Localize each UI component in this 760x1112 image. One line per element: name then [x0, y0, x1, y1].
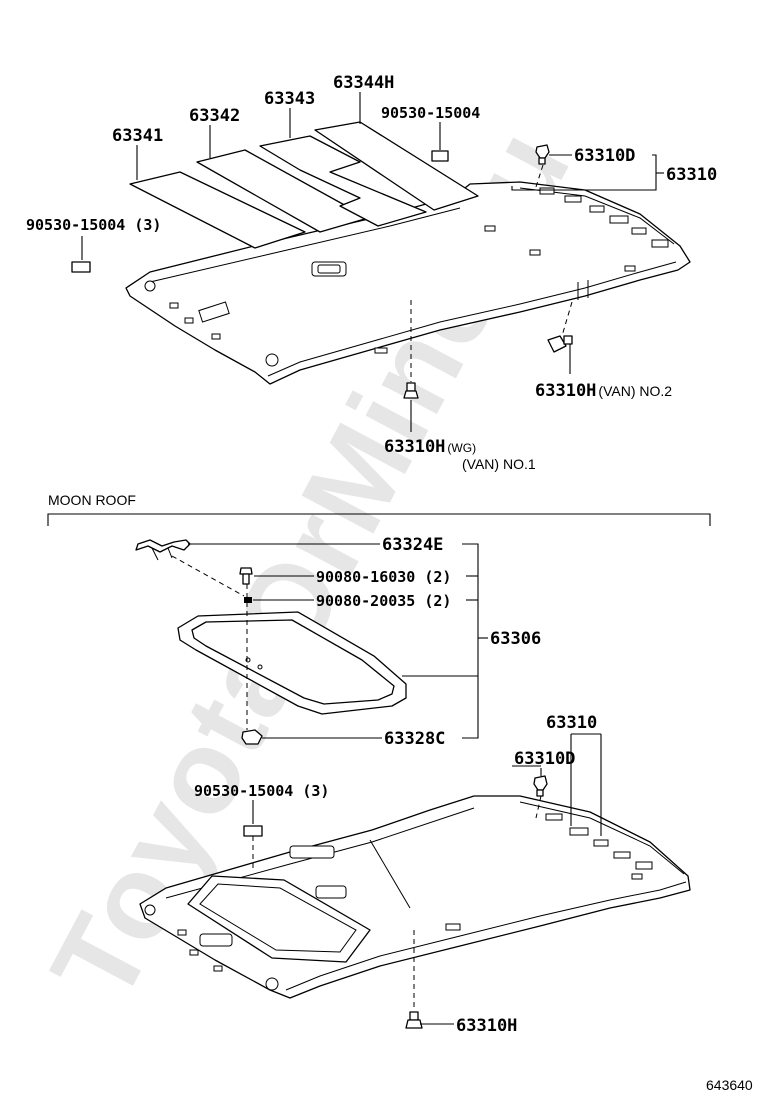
lower-headliner-assembly	[139, 733, 691, 1029]
moonroof-components	[135, 539, 488, 745]
label-63310D-lower: 63310D	[514, 749, 575, 769]
pad-63343	[259, 135, 427, 227]
clip-63310H-wg	[403, 382, 419, 399]
label-90080-20035: 90080-20035 (2)	[316, 592, 451, 610]
pad-90530-lower	[243, 825, 263, 837]
label-63342: 63342	[189, 106, 240, 126]
label-63310D-upper: 63310D	[574, 146, 635, 166]
label-63324E: 63324E	[382, 535, 443, 555]
label-90080-16030: 90080-16030 (2)	[316, 568, 451, 586]
label-63306: 63306	[490, 629, 541, 649]
section-title-moon-roof: MOON ROOF	[48, 492, 136, 508]
clip-63310D-upper	[535, 144, 550, 165]
label-63310H-wg: 63310H(WG)	[384, 437, 476, 457]
label-90530-15004-lower: 90530-15004 (3)	[194, 782, 329, 800]
figure-id: 643640	[706, 1077, 753, 1093]
label-van-no1: (VAN) NO.1	[462, 456, 536, 472]
label-63341: 63341	[112, 126, 163, 146]
label-63343: 63343	[264, 89, 315, 109]
clip-63310H-lower	[405, 1011, 423, 1029]
section-bracket	[47, 513, 711, 526]
label-90530-15004-left: 90530-15004 (3)	[26, 216, 161, 234]
label-63328C: 63328C	[384, 729, 445, 749]
label-63310-upper: 63310	[666, 165, 717, 185]
clip-63310D-lower	[533, 775, 548, 797]
label-63310H-lower: 63310H	[456, 1016, 517, 1036]
label-90530-15004-top: 90530-15004	[381, 104, 480, 122]
pad-90530-left	[71, 261, 91, 273]
harness-63324E	[135, 539, 191, 553]
clip-63310H-van2	[547, 335, 573, 353]
pad-63344H	[314, 121, 479, 211]
sunroof-opening	[187, 875, 371, 963]
nut-90080-20035	[244, 597, 252, 603]
pad-90530-top	[431, 150, 449, 162]
label-63310H-van2: 63310H(VAN) NO.2	[535, 381, 672, 401]
clip-63328C	[241, 729, 263, 745]
pad-63341	[129, 171, 306, 249]
screw-90080-16030	[239, 567, 253, 585]
label-63310-lower: 63310	[546, 713, 597, 733]
upper-headliner-assembly	[71, 92, 691, 432]
label-63344H: 63344H	[333, 73, 394, 93]
